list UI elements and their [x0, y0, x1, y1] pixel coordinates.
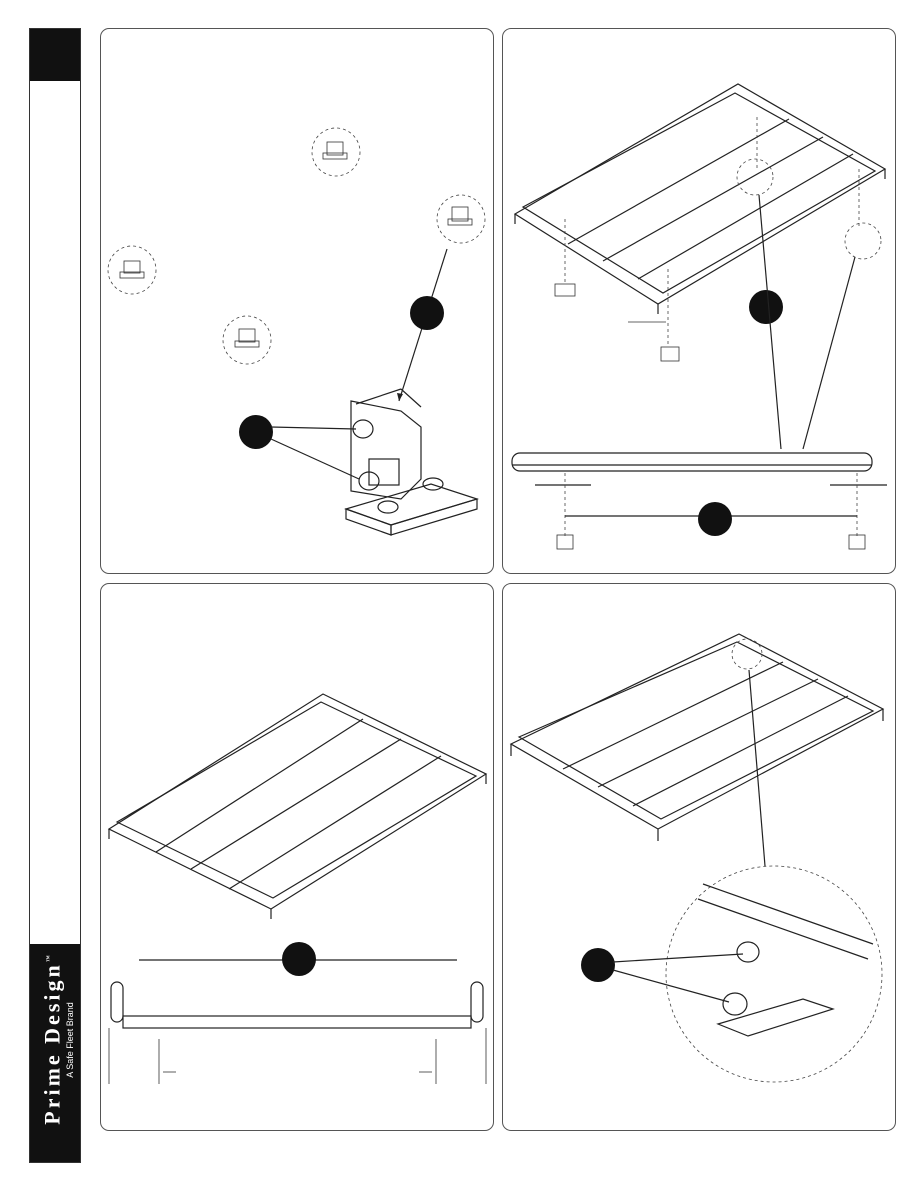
mounting-bracket	[346, 389, 477, 535]
trademark: ™	[45, 955, 53, 962]
step-panel-2	[502, 28, 896, 574]
bracket-detail-circle	[312, 128, 360, 176]
step-panel-3	[100, 583, 494, 1131]
rack-front-view	[111, 982, 483, 1028]
roof-rack	[109, 694, 486, 919]
roof-rack	[515, 84, 885, 314]
bolt-tightening-illustration	[503, 584, 897, 1132]
roof-rack	[511, 634, 883, 841]
rack-side-view	[512, 453, 872, 471]
bracket-detail-circle	[108, 246, 156, 294]
magnified-bracket	[698, 884, 873, 1036]
callout-badge	[698, 502, 732, 536]
sidebar: Prime Design™ A Safe Fleet Brand	[29, 28, 81, 1163]
bracket-detail-circle	[223, 316, 271, 364]
detail-magnifier	[666, 866, 882, 1082]
bracket-illustration	[101, 29, 495, 575]
brand-logo: Prime Design™ A Safe Fleet Brand	[37, 945, 77, 1135]
brand-block: Prime Design™ A Safe Fleet Brand	[30, 944, 80, 1162]
brand-tagline: A Safe Fleet Brand	[64, 945, 76, 1135]
brand-name: Prime Design	[39, 962, 64, 1124]
callout-badge	[282, 942, 316, 976]
step-panel-4	[502, 583, 896, 1131]
rack-width-illustration	[101, 584, 495, 1132]
callout-badge	[410, 296, 444, 330]
callout-badge	[749, 290, 783, 324]
rack-positioning-illustration	[503, 29, 897, 575]
callout-badge	[581, 948, 615, 982]
step-panel-1	[100, 28, 494, 574]
callout-badge	[239, 415, 273, 449]
step-tab	[30, 29, 80, 81]
